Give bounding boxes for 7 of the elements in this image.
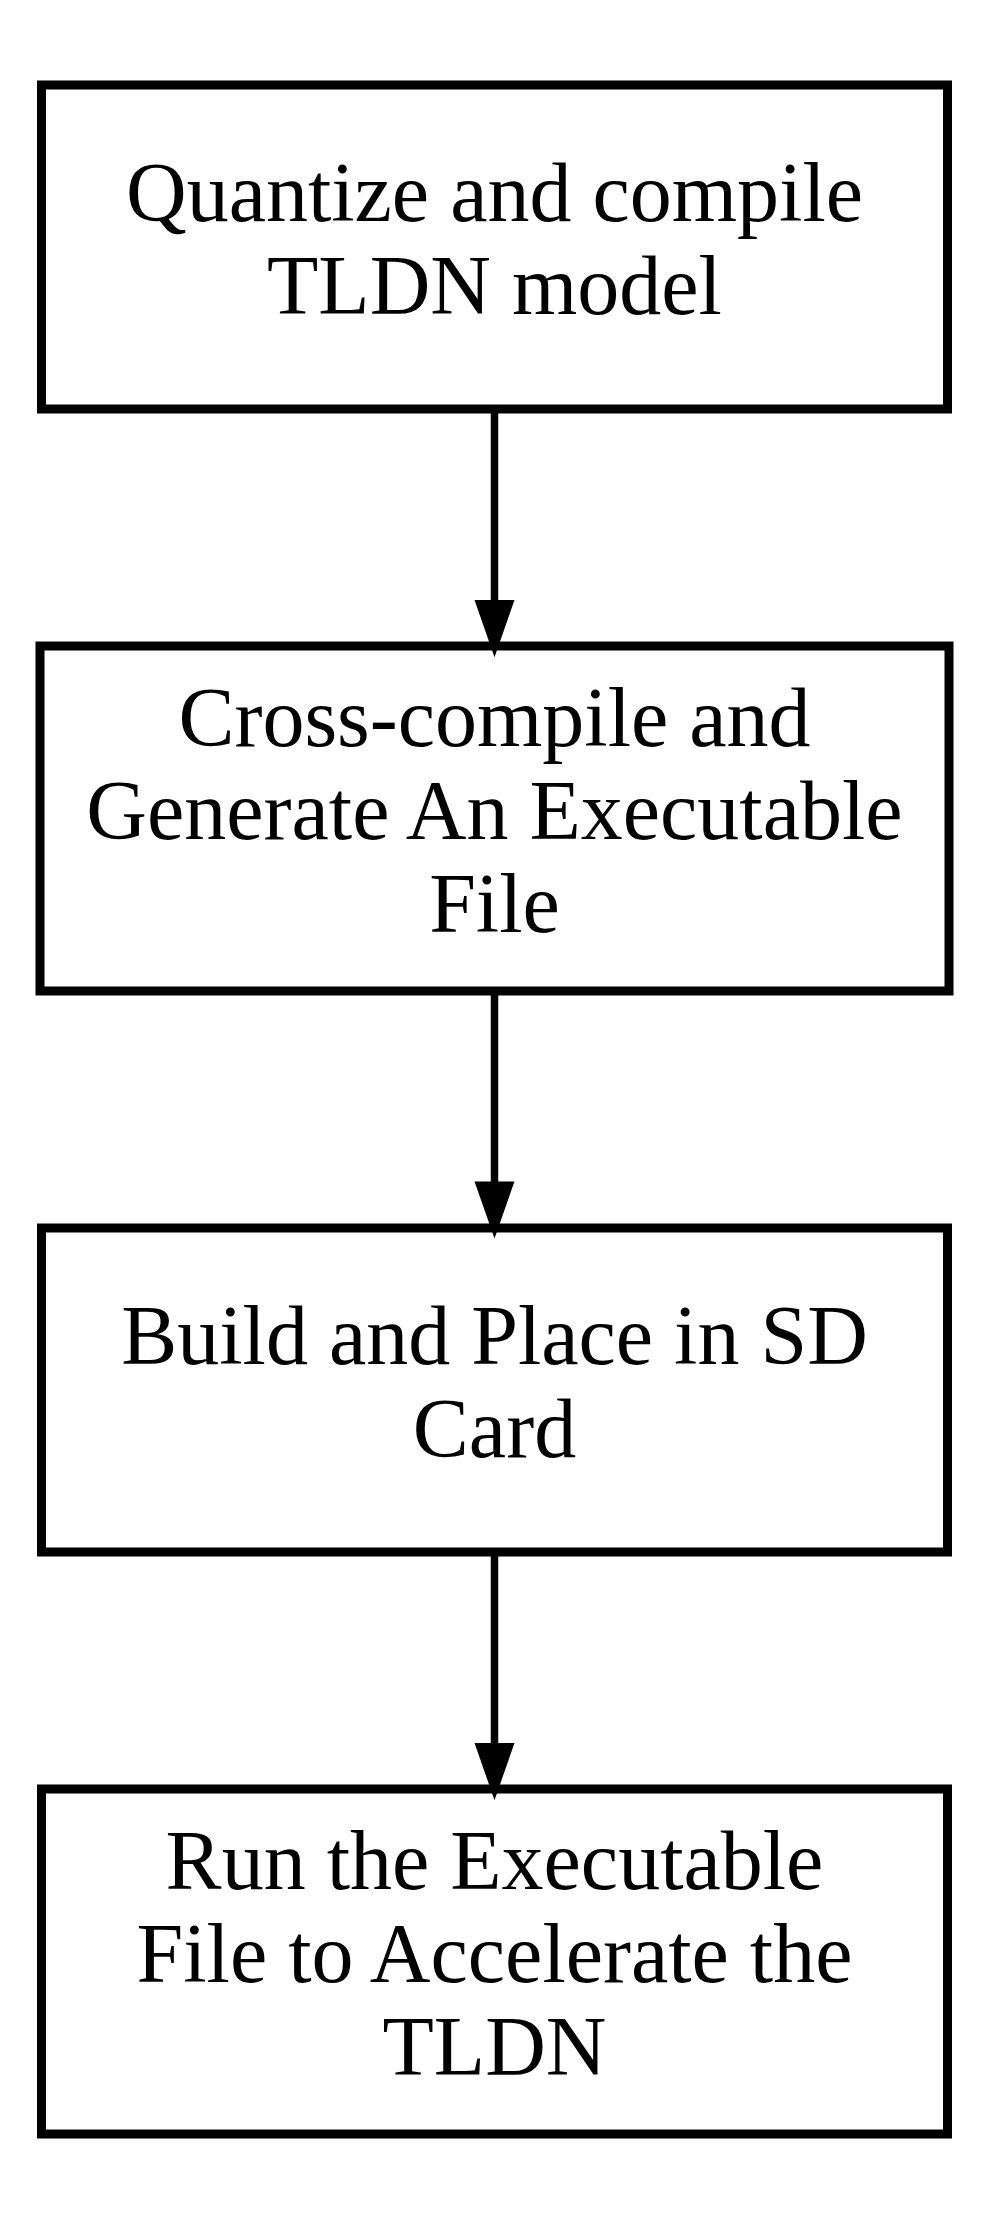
arrow <box>474 408 515 657</box>
arrow <box>474 1551 515 1800</box>
arrow <box>474 990 515 1238</box>
node-box: Quantize and compile TLDN model <box>37 80 952 413</box>
node-box: Run the Executable File to Accelerate the TLDN <box>37 1784 952 2138</box>
node-box: Build and Place in SD Card <box>37 1223 952 1556</box>
node-box: Cross-compile and Generate An Executable File <box>35 641 954 995</box>
